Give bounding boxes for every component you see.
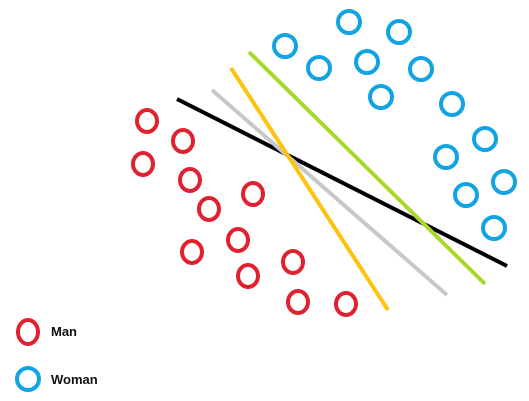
man-point [171,128,195,154]
legend: Man Woman [15,318,98,392]
man-point [226,227,250,253]
woman-point [439,91,465,117]
woman-point [354,49,380,75]
legend-woman-label: Woman [51,372,98,387]
woman-point [472,126,498,152]
man-points-group [131,108,358,317]
woman-point [306,55,332,81]
man-point [180,239,204,265]
woman-point [481,215,507,241]
man-point [131,151,155,177]
legend-man-label: Man [51,324,77,339]
woman-point [453,182,479,208]
man-point [281,249,305,275]
separator-line-yellow [229,66,390,312]
woman-point [386,19,412,45]
separator-line-green [247,50,487,286]
man-point [197,196,221,222]
woman-point [491,169,517,195]
woman-points-group [272,9,517,241]
man-point [286,289,310,315]
legend-man-marker [16,318,40,346]
separator-line-black [176,97,508,268]
man-point [334,291,358,317]
woman-point [336,9,362,35]
man-point [236,263,260,289]
man-point [135,108,159,134]
woman-point [272,33,298,59]
separator-lines-group [176,50,508,312]
woman-point [368,84,394,110]
separator-line-gray [210,88,449,297]
legend-woman-marker [15,366,41,392]
man-point [241,181,265,207]
woman-point [408,56,434,82]
man-point [178,167,202,193]
woman-point [433,144,459,170]
